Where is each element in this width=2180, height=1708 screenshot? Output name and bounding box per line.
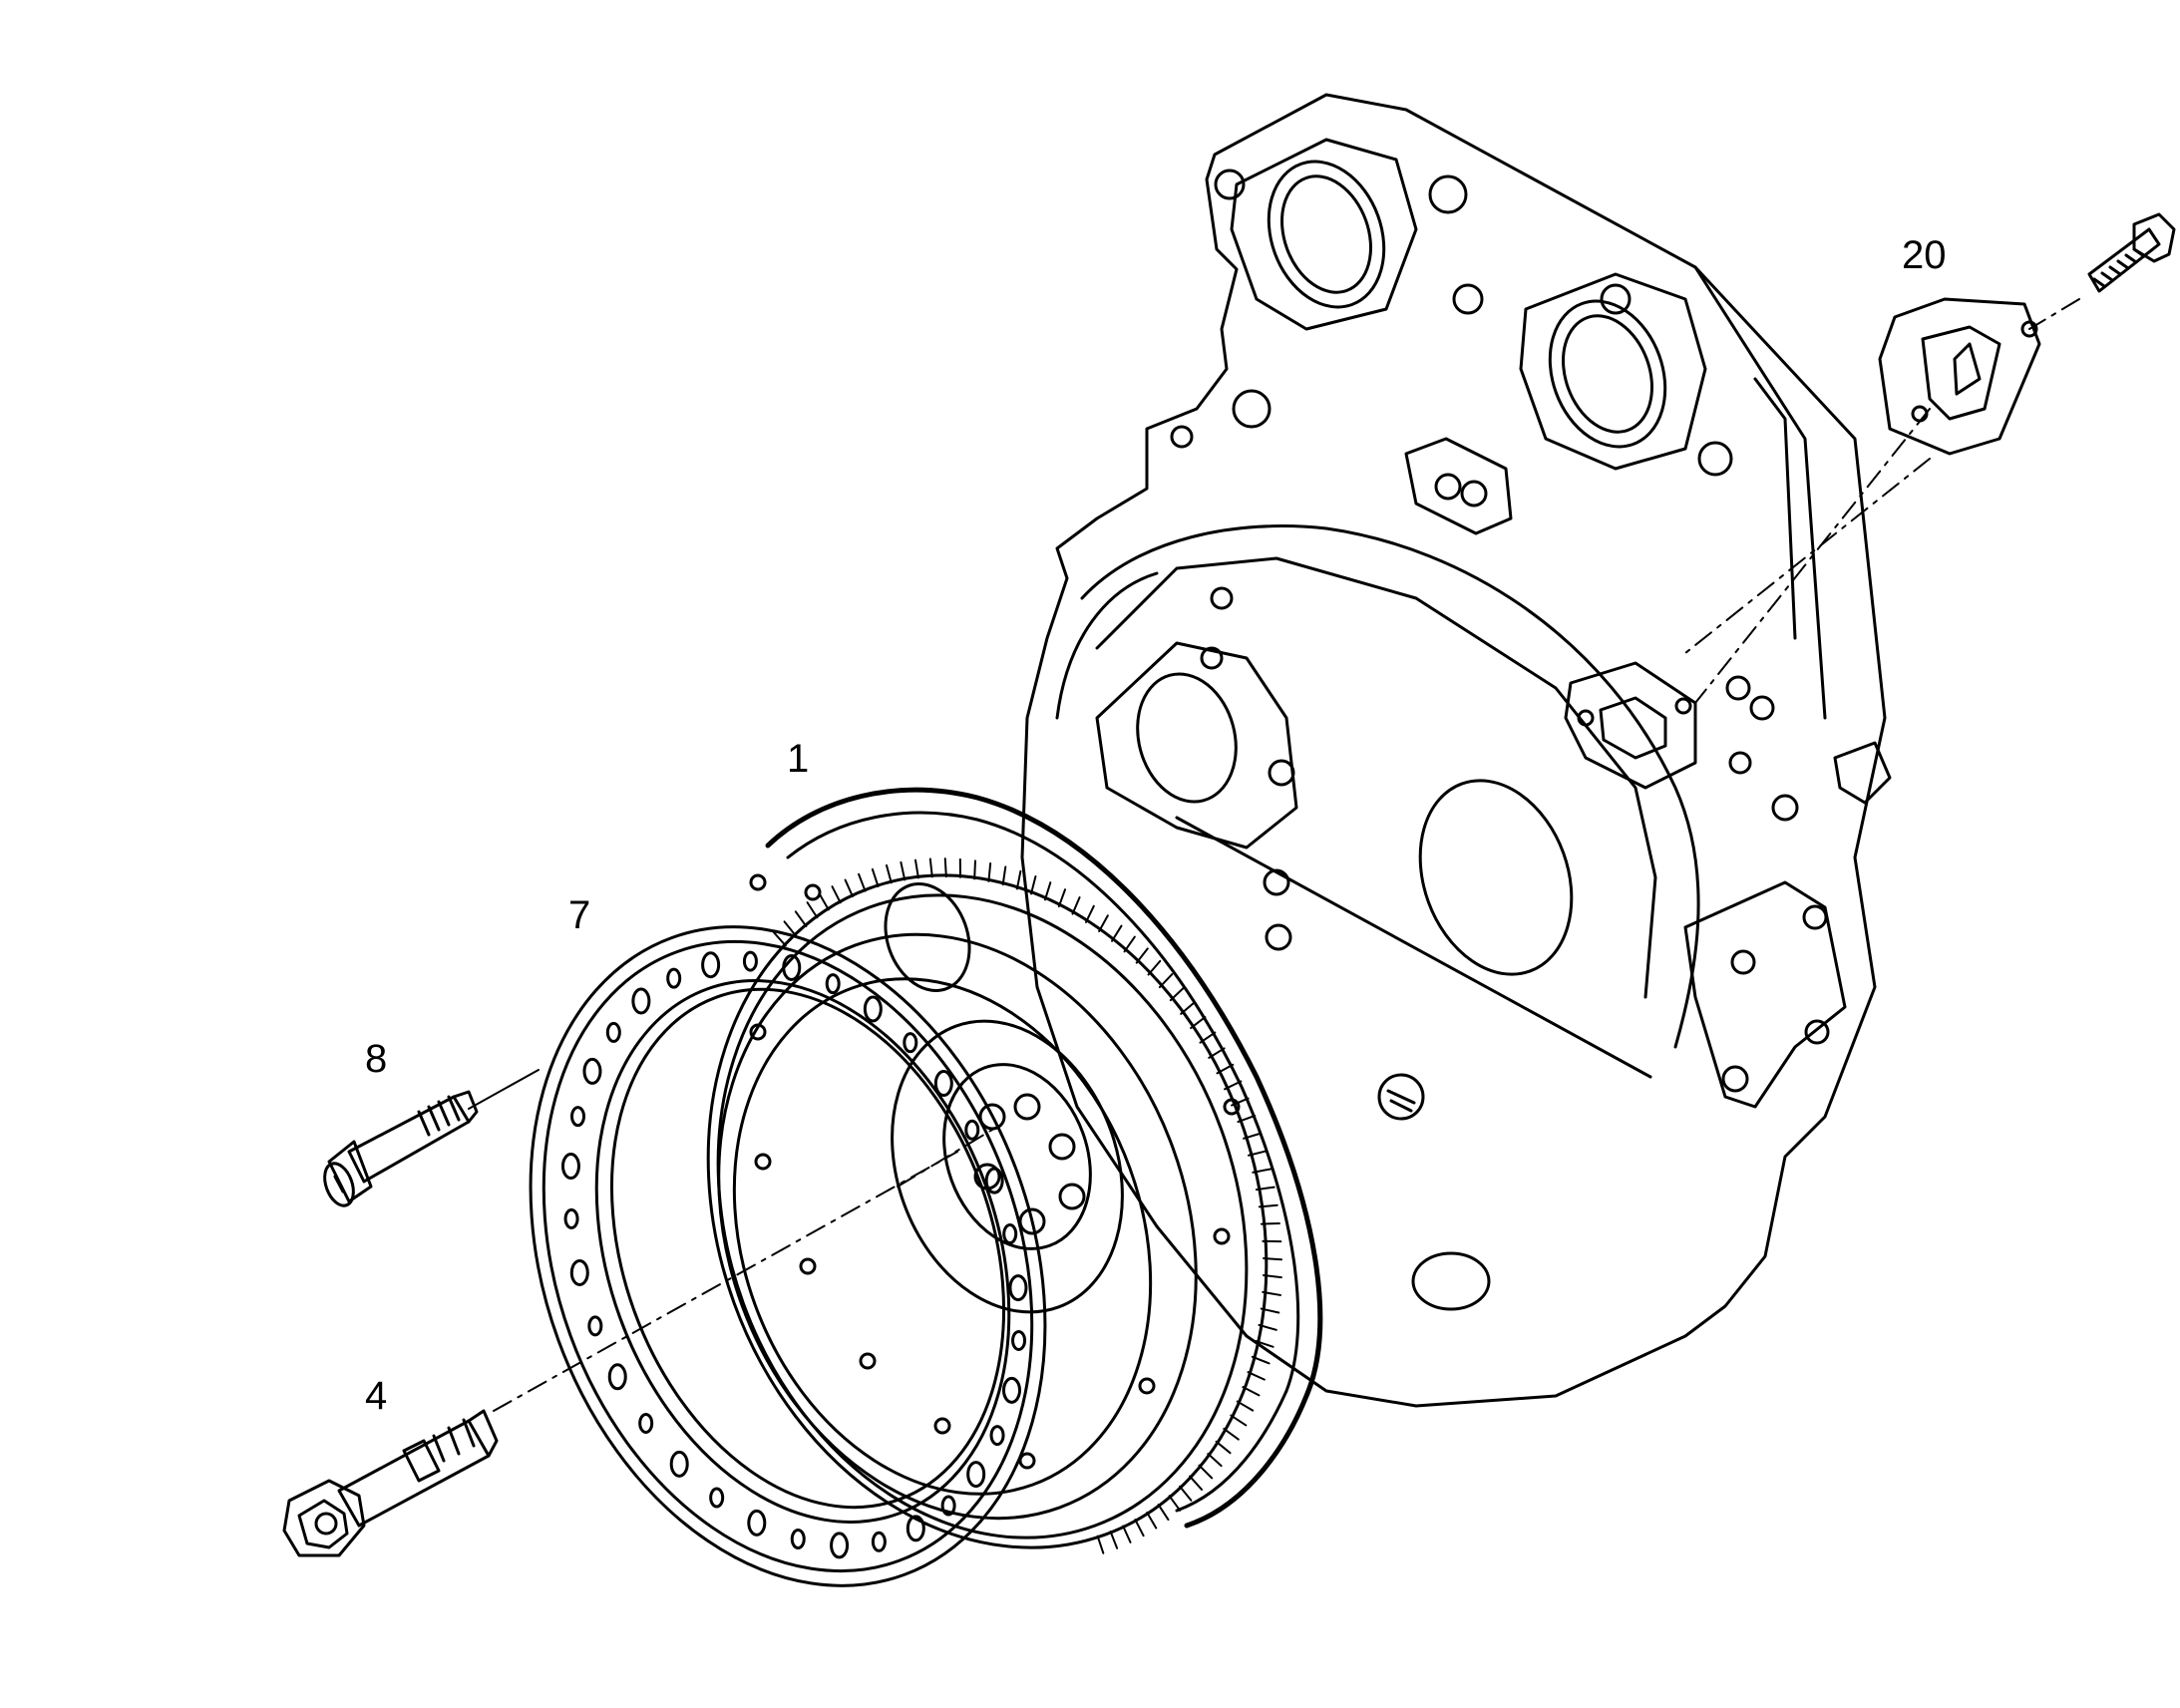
flywheel <box>706 787 1323 1554</box>
gear-tooth <box>1168 1495 1182 1512</box>
ring-holes <box>560 950 1028 1559</box>
gear-tooth <box>818 892 830 911</box>
ring-hole <box>569 1106 585 1128</box>
ring-hole <box>701 951 721 979</box>
gear-tooth <box>871 867 880 887</box>
ring-hole <box>984 1167 1004 1195</box>
gear-tooth <box>858 872 867 892</box>
gear-tooth <box>1189 1475 1204 1491</box>
gear-tooth <box>844 878 854 897</box>
gear-tooth <box>900 860 907 881</box>
ring-hole <box>1008 1274 1028 1302</box>
gear-tooth <box>794 910 808 927</box>
ring-hole <box>631 987 651 1015</box>
ring-hole <box>903 1032 918 1054</box>
ring-hole <box>666 967 682 989</box>
ring-hole <box>560 1153 580 1181</box>
cover-plate <box>1878 297 2041 456</box>
ring-hole <box>825 973 841 995</box>
gear-tooth <box>1157 1504 1170 1522</box>
ring-hole <box>871 1531 887 1552</box>
gear-tooth <box>913 858 919 879</box>
gear-tooth <box>1096 1535 1105 1554</box>
ring-hole <box>790 1529 806 1550</box>
callout-20: 20 <box>1902 233 1947 277</box>
callout-1: 1 <box>787 737 810 781</box>
ring-hole <box>747 1509 767 1537</box>
ring-hole <box>906 1515 925 1542</box>
ring-hole <box>669 1450 689 1478</box>
gear-tooth <box>1134 1519 1145 1537</box>
ring-hole <box>605 1021 621 1043</box>
ring-hole <box>964 1119 980 1141</box>
ring-hole <box>933 1070 953 1098</box>
ring-hole <box>587 1315 603 1337</box>
bolt-centerline <box>1684 298 2080 704</box>
ring-hole <box>940 1495 956 1517</box>
ring-hole <box>966 1461 986 1489</box>
ring-hole <box>1002 1223 1018 1245</box>
gear-tooth <box>772 931 787 947</box>
gear-tooth <box>987 861 992 882</box>
gear-tooth <box>1122 1525 1132 1543</box>
gear-tooth <box>1146 1511 1158 1530</box>
gear-tooth <box>928 857 933 878</box>
gear-tooth <box>943 857 947 878</box>
ring-hole <box>569 1258 589 1286</box>
gear-tooth <box>783 920 797 937</box>
ring-hole <box>742 950 758 972</box>
ring-hole <box>830 1532 850 1559</box>
callout-4: 4 <box>365 1374 388 1418</box>
ring-hole <box>782 953 802 981</box>
hex-flange-bolt <box>282 1409 499 1557</box>
ring-hole <box>1011 1329 1027 1351</box>
ring-hole <box>709 1487 725 1509</box>
ring-hole <box>607 1363 627 1391</box>
assembly-centerline <box>493 1126 998 1412</box>
ring-hole <box>863 995 883 1023</box>
ring-hole <box>989 1425 1005 1447</box>
gear-teeth <box>772 857 1283 1554</box>
gear-tooth <box>1109 1531 1119 1549</box>
ring-hole <box>638 1412 654 1434</box>
flywheel-housing <box>1020 93 1892 1408</box>
clutch-ring <box>529 925 1047 1587</box>
callout-7: 7 <box>568 893 591 937</box>
gear-tooth <box>1198 1464 1214 1480</box>
ring-hole <box>582 1057 602 1085</box>
gear-tooth <box>973 859 976 880</box>
socket-head-screw <box>323 1069 540 1207</box>
ring-hole <box>563 1207 579 1229</box>
gear-tooth <box>885 863 893 884</box>
gear-tooth <box>806 901 819 919</box>
ring-hole <box>1002 1376 1022 1404</box>
gear-tooth <box>1179 1485 1193 1502</box>
housing-bolt <box>2087 212 2176 293</box>
callout-8: 8 <box>365 1037 388 1081</box>
gear-tooth <box>831 885 842 904</box>
